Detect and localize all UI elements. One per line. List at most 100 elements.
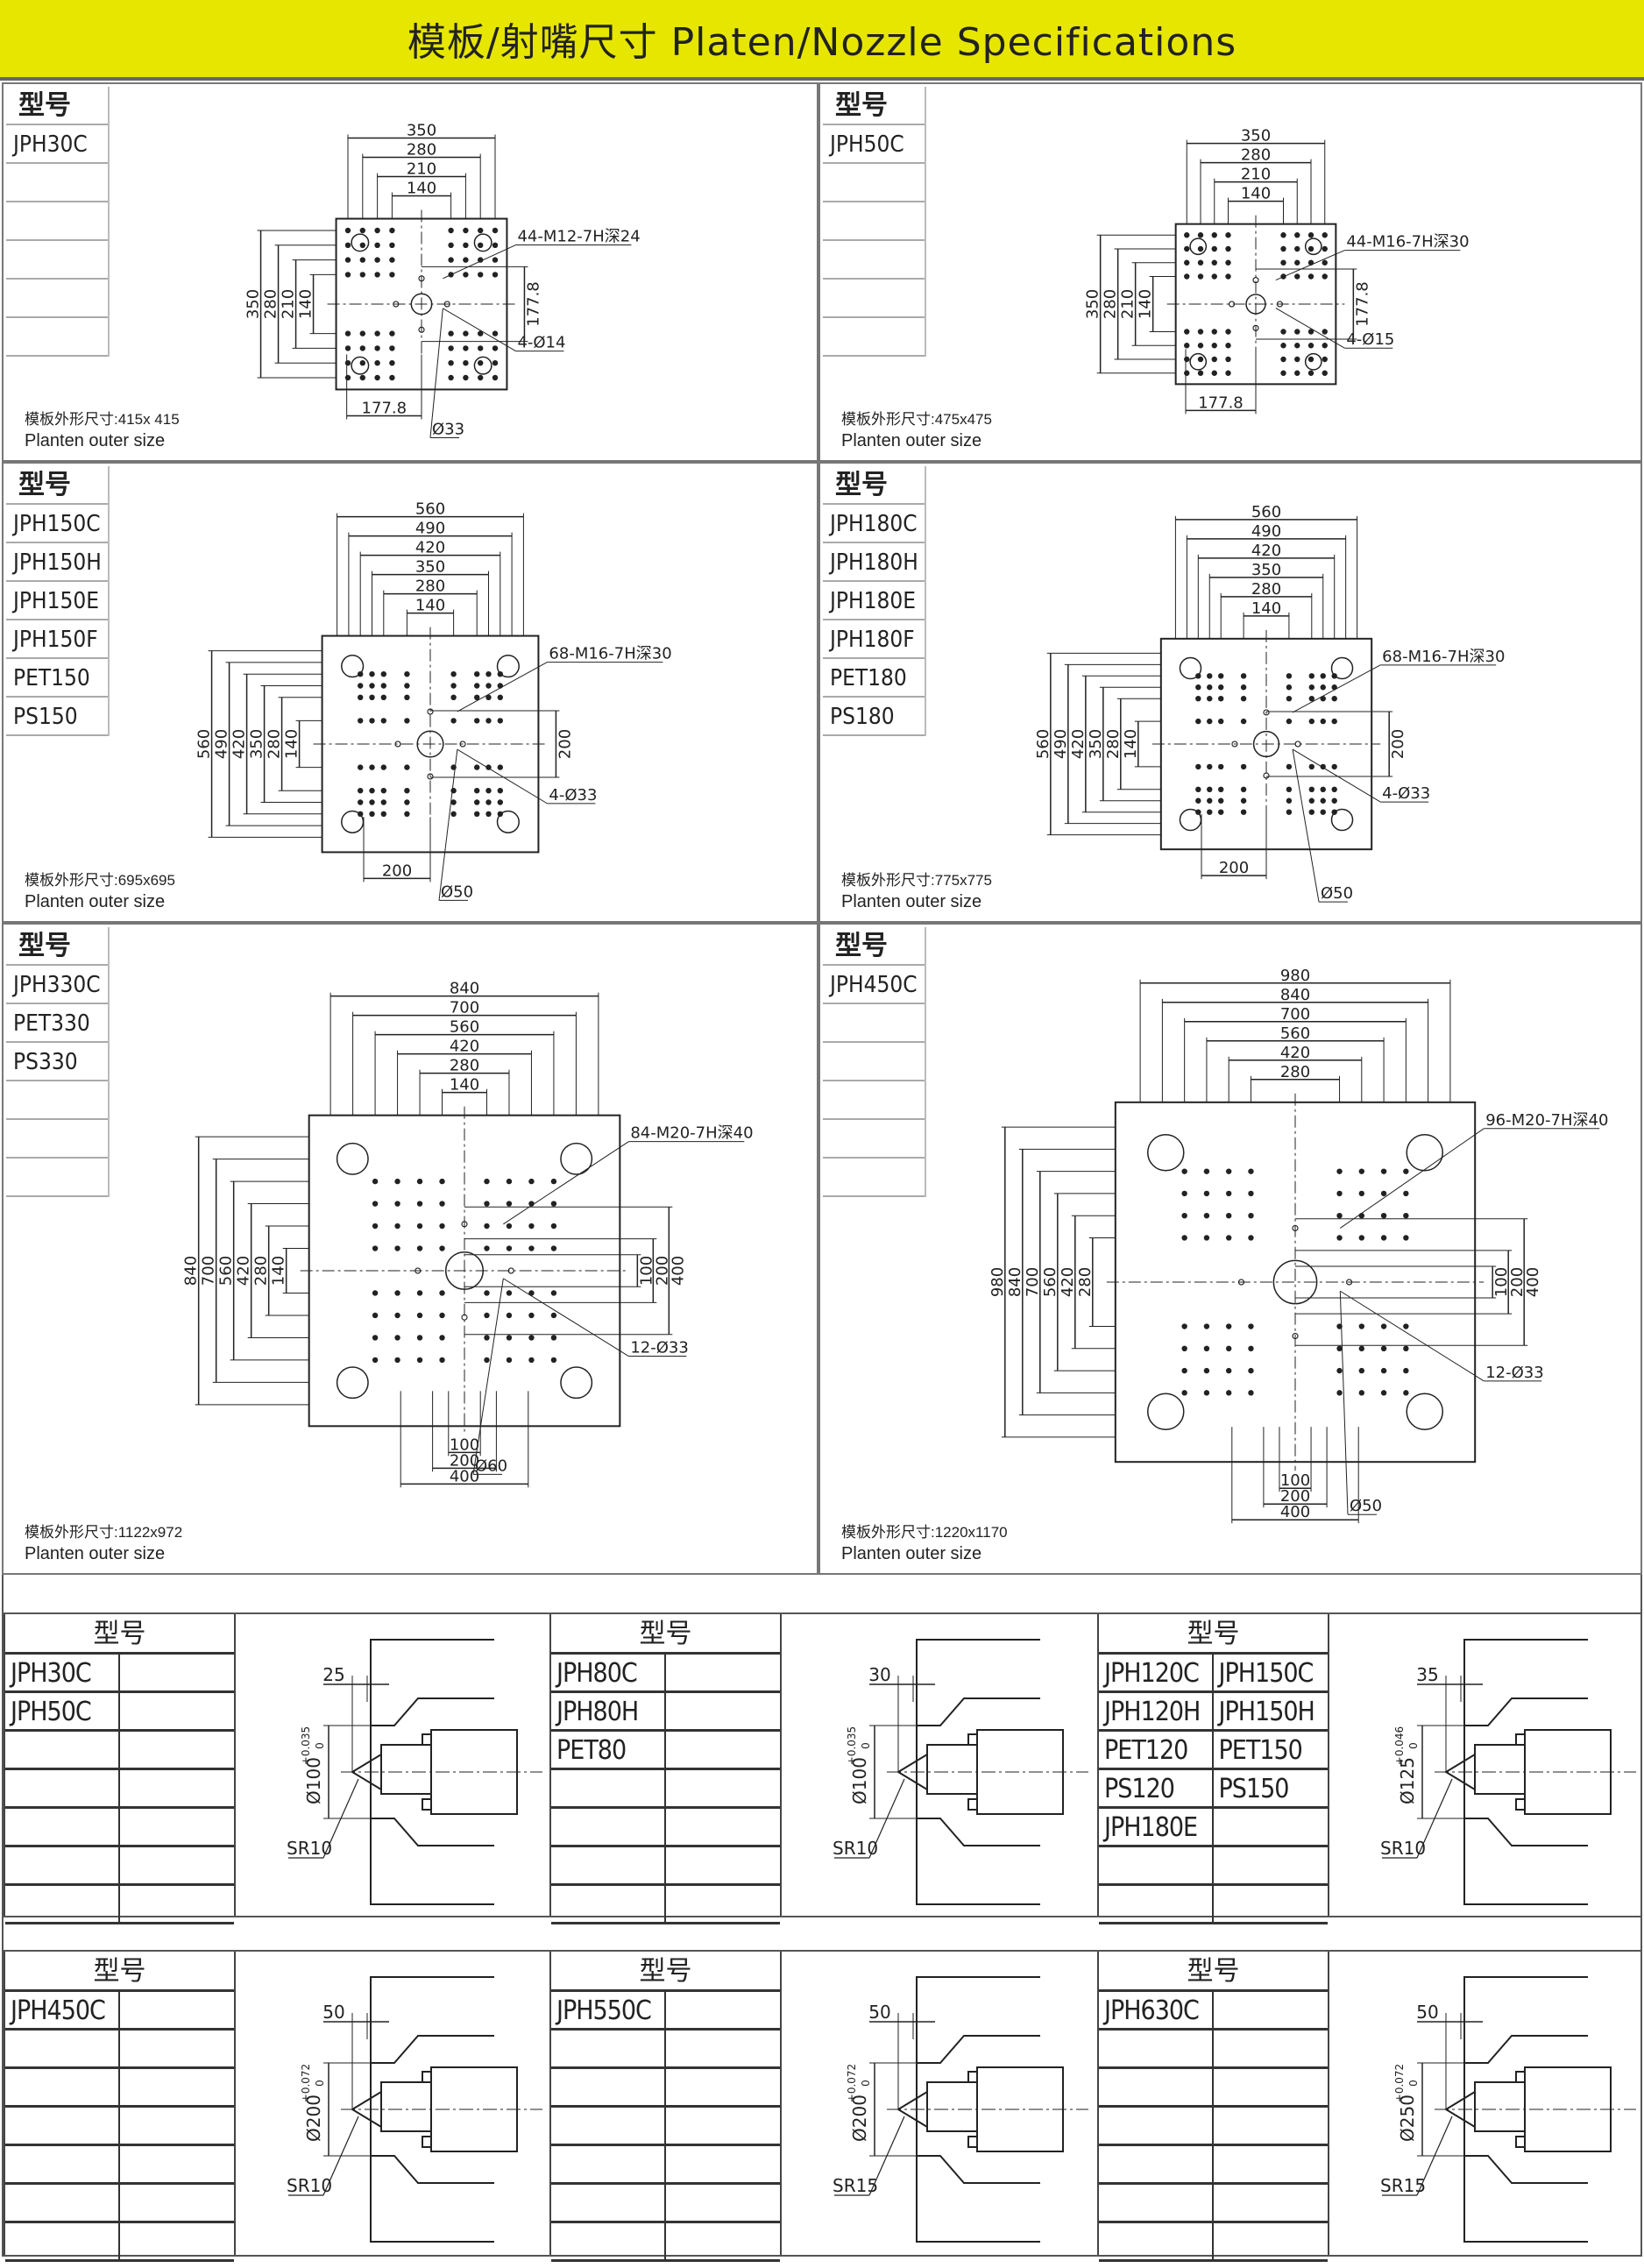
locating-hole xyxy=(1292,1333,1299,1340)
tie-bar-hole xyxy=(496,810,520,833)
tapped-hole xyxy=(485,694,492,700)
tolerance-lower: 0 xyxy=(314,2080,326,2087)
tapped-hole xyxy=(550,1223,557,1230)
dimension-label-top: 350 xyxy=(1251,561,1281,579)
model-row: JPH80H xyxy=(551,1693,780,1732)
model-cell: JPH180H xyxy=(823,543,925,582)
nozzle-hole xyxy=(410,293,433,315)
tapped-hole xyxy=(380,694,386,700)
screw xyxy=(422,1798,432,1811)
tapped-hole xyxy=(1280,259,1286,266)
model-cell xyxy=(6,1081,108,1120)
tapped-hole xyxy=(439,1312,445,1319)
dimension-label-top: 280 xyxy=(1280,1063,1310,1081)
tapped-hole xyxy=(358,799,364,805)
leader-line xyxy=(503,1141,629,1225)
model-cell xyxy=(1099,2185,1214,2221)
model-table-title: 型号 xyxy=(6,466,108,505)
callout-label: Ø50 xyxy=(441,882,473,901)
tapped-hole xyxy=(1240,797,1247,804)
dimension-label-right: 200 xyxy=(653,1256,671,1286)
nozzle-body xyxy=(1474,2081,1526,2132)
tapped-hole xyxy=(1358,1345,1365,1352)
tapped-hole xyxy=(497,694,503,700)
screw xyxy=(422,2136,432,2148)
tie-bar-hole xyxy=(1330,656,1354,680)
model-cell: JPH50C xyxy=(823,125,925,164)
model-cell xyxy=(120,1693,235,1729)
model-cell: PET120 xyxy=(1099,1732,1214,1768)
tapped-hole xyxy=(1320,684,1326,691)
leader-line xyxy=(1292,748,1320,903)
model-cell xyxy=(5,1732,120,1768)
tie-bar-hole xyxy=(1179,656,1202,680)
dimension-label-left: 560 xyxy=(1034,729,1052,759)
tapped-hole xyxy=(492,227,499,234)
tapped-hole xyxy=(1197,356,1204,363)
tapped-hole xyxy=(439,1223,445,1230)
tapped-hole xyxy=(358,694,364,700)
leader-line xyxy=(1416,2116,1453,2196)
model-cell xyxy=(5,2185,120,2221)
locating-hole xyxy=(427,773,434,780)
model-cell xyxy=(1099,2146,1214,2182)
tapped-hole xyxy=(1207,718,1213,725)
tapped-hole xyxy=(1184,329,1190,335)
model-cell xyxy=(666,2069,781,2105)
tapped-hole xyxy=(389,257,395,263)
model-cell xyxy=(1099,1847,1214,1883)
tapped-hole xyxy=(1336,1367,1343,1374)
tapped-hole xyxy=(1380,1235,1387,1241)
tapped-hole xyxy=(1225,1235,1232,1241)
model-cell: JPH180C xyxy=(823,505,925,543)
tapped-hole xyxy=(1248,1168,1254,1174)
tapped-hole xyxy=(359,360,365,366)
model-table-title: 型号 xyxy=(551,1614,780,1655)
dimension-label-bottom: 200 xyxy=(382,861,412,880)
tapped-hole xyxy=(497,764,503,770)
callout-label: 68-M16-7H深30 xyxy=(1382,648,1505,666)
leader-line xyxy=(1416,1778,1453,1859)
screw xyxy=(967,1733,978,1746)
nozzle-hole xyxy=(1252,730,1280,758)
locating-hole xyxy=(427,708,434,715)
model-cell: PET180 xyxy=(823,659,925,698)
tapped-hole xyxy=(1331,763,1337,770)
dimension-label-bottom: 400 xyxy=(450,1467,479,1485)
tapped-hole xyxy=(1225,356,1231,363)
model-row xyxy=(5,1770,234,1809)
dimension-label-left: 280 xyxy=(252,1256,271,1286)
tapped-hole xyxy=(1336,1235,1343,1241)
tapped-hole xyxy=(1197,329,1204,335)
model-row xyxy=(551,2146,780,2185)
tapped-hole xyxy=(1184,356,1190,363)
model-cell: PS330 xyxy=(6,1043,108,1081)
tapped-hole xyxy=(528,1312,535,1319)
outer-size-en: Planten outer size xyxy=(25,1544,166,1563)
locating-hole xyxy=(1294,741,1301,748)
nozzle-hole xyxy=(416,730,444,758)
tapped-hole xyxy=(374,242,380,248)
tapped-hole xyxy=(1280,370,1286,376)
nozzle-body xyxy=(926,2081,978,2132)
tapped-hole xyxy=(344,330,351,337)
dimension-label-left: 280 xyxy=(1102,289,1120,319)
tapped-hole xyxy=(1307,343,1314,349)
model-cell xyxy=(666,2146,781,2182)
tapped-hole xyxy=(1203,1190,1210,1197)
tapped-hole xyxy=(404,683,410,689)
tapped-hole xyxy=(478,272,484,278)
tapped-hole xyxy=(380,718,386,724)
tapped-hole xyxy=(1320,797,1326,804)
leader-line xyxy=(457,748,548,804)
tapped-hole xyxy=(372,1223,379,1230)
tapped-hole xyxy=(344,345,351,351)
model-cell: JPH30C xyxy=(5,1655,120,1690)
dimension-label-top: 140 xyxy=(407,180,436,198)
tapped-hole xyxy=(506,1290,513,1296)
